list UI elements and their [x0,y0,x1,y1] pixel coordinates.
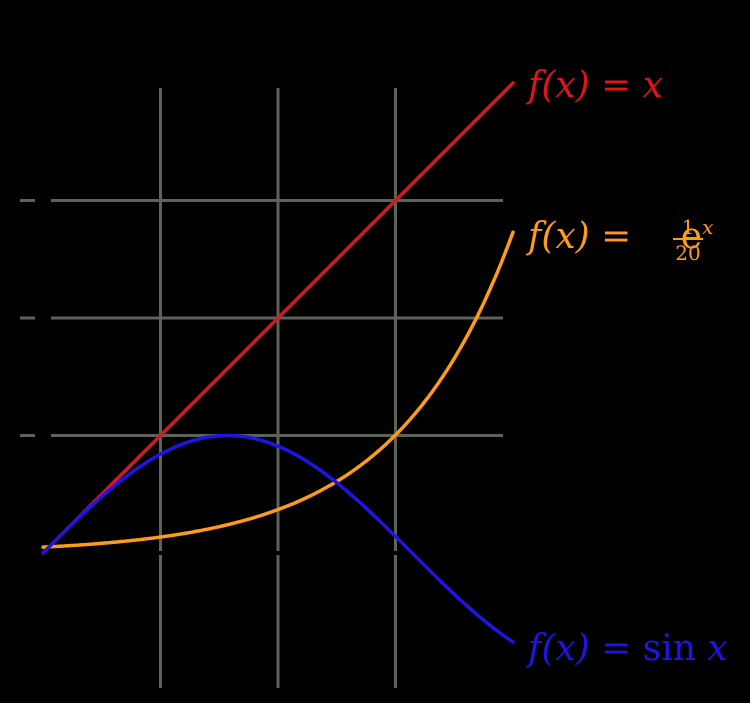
fraction-denominator: 20 [675,241,700,265]
series-line-1 [41,230,515,549]
label-rhs: sin [643,628,696,669]
fraction-numerator: 1 [682,215,695,239]
series-line-2 [41,433,515,644]
y-axis-label: f(x) [4,10,54,43]
label-equals: = [590,65,643,106]
label-fraction: 120 [673,215,703,265]
label-equals: = [590,628,643,669]
label-argument: (x) [541,628,589,669]
label-rhs: x [643,65,663,106]
grid [20,88,503,688]
label-argument: (x) [541,65,589,106]
curves [41,81,515,644]
label-equals: = [590,216,643,257]
label-exponent: x [702,215,713,239]
x-axis-arrow [527,547,541,559]
label-variable: x [696,628,728,669]
axes: x f(x) [4,10,572,700]
series-line-0 [41,81,515,555]
series-label-2: f(x) = sin x [525,628,728,669]
label-exp-base: e [681,216,702,257]
label-argument: (x) [541,216,589,257]
series-label-0: f(x) = x [525,65,663,106]
x-axis-label: x [556,540,572,573]
series-label-1: f(x) = ex [525,215,713,257]
